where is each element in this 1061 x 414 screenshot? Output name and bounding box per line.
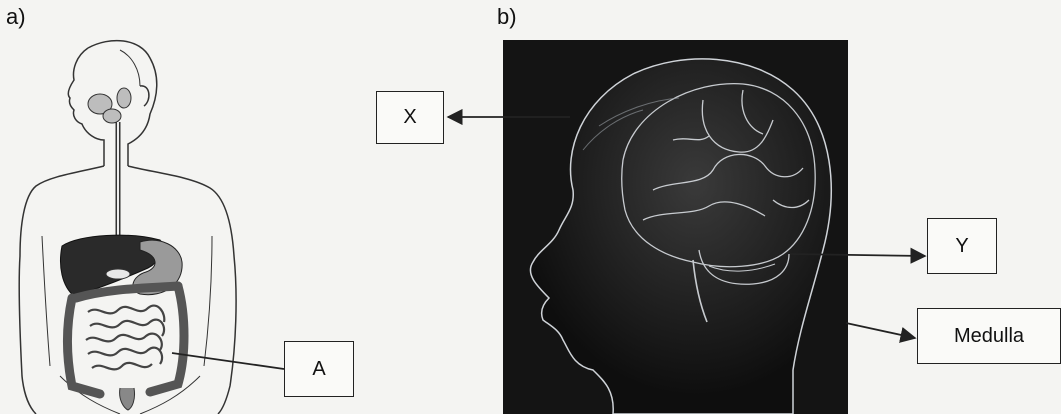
head-brain-illustration — [503, 40, 848, 414]
label-box-a: A — [284, 341, 354, 397]
panel-label-a: a) — [6, 4, 26, 30]
label-box-y: Y — [927, 218, 997, 274]
label-box-x: X — [376, 91, 444, 144]
panel-label-b: b) — [497, 4, 517, 30]
connector-medulla — [846, 323, 915, 338]
digestive-system-illustration — [0, 36, 250, 414]
label-box-medulla: Medulla — [917, 308, 1061, 364]
